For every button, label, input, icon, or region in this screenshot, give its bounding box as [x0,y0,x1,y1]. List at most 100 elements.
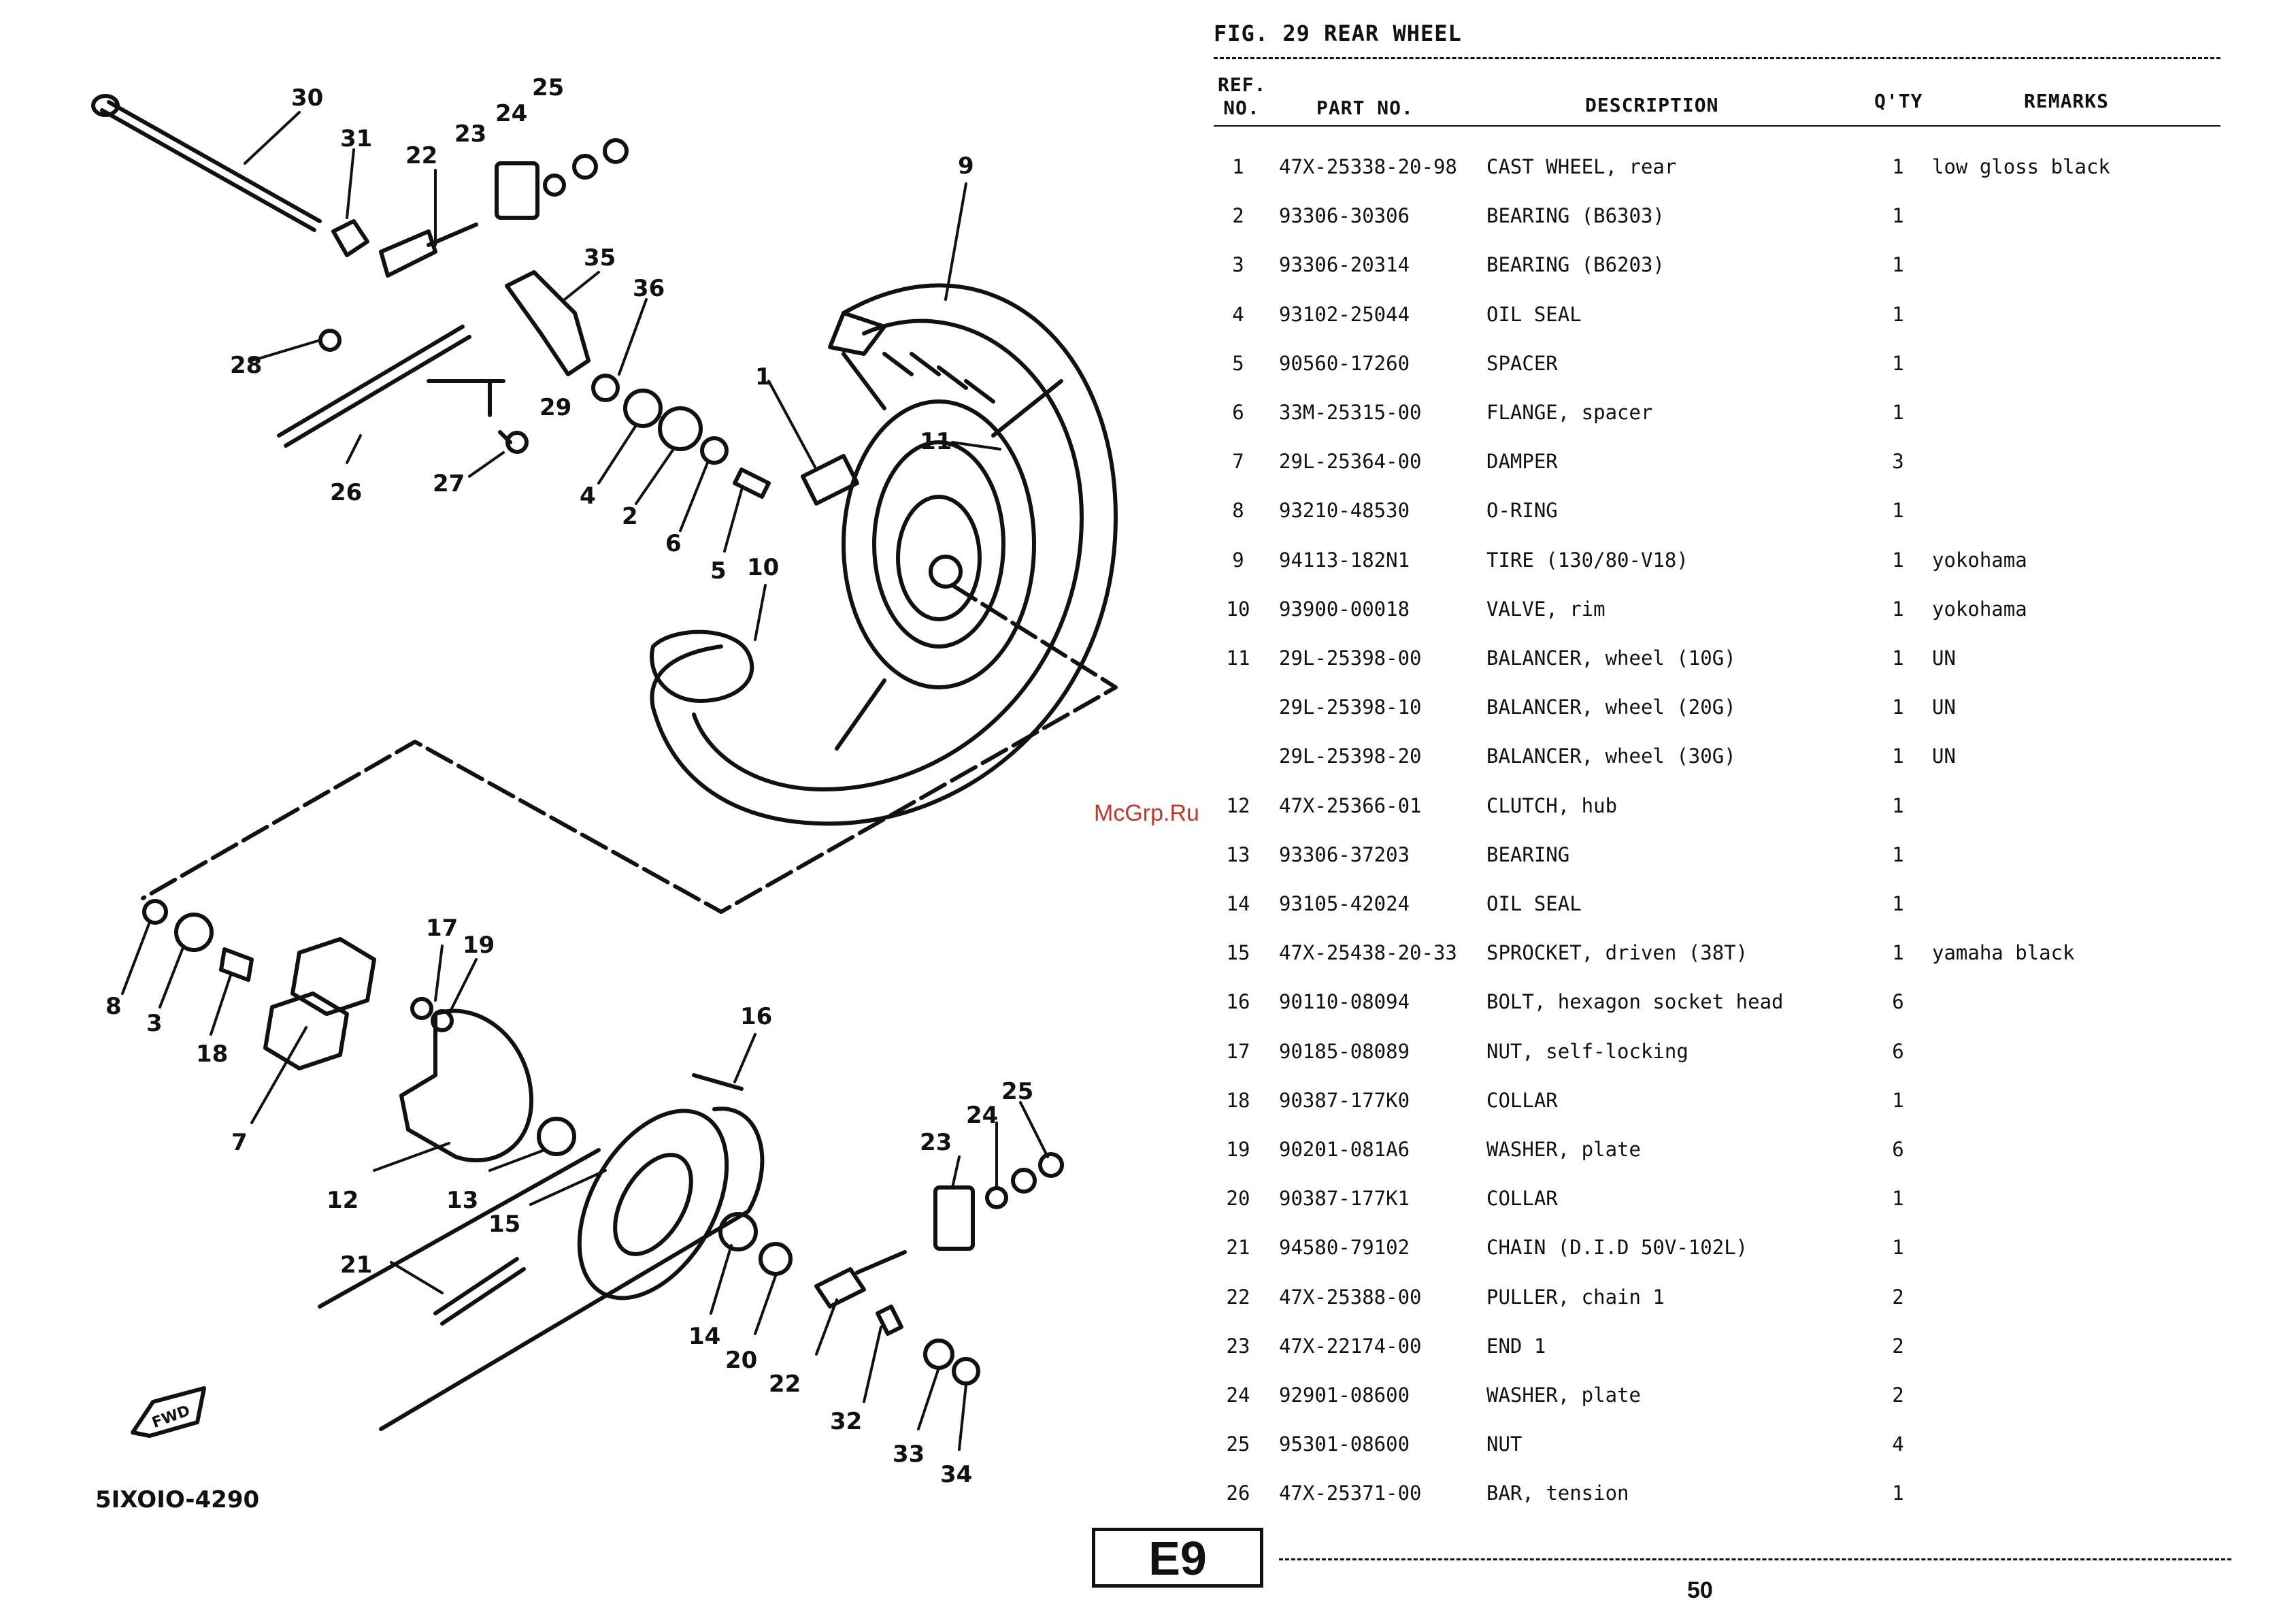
header-rule [1214,125,2220,127]
description-cell: COLLAR [1486,1088,1558,1112]
header-part-no: PART NO. [1316,97,1414,119]
description-cell: BALANCER, wheel (10G) [1486,646,1736,670]
rear-wheel-drawing [650,283,1118,826]
quantity-cell: 1 [1892,253,1904,277]
description-cell: O-RING [1486,499,1558,523]
callout-19: 19 [463,932,495,959]
quantity-cell: 1 [1892,597,1904,621]
part-number-cell: 90110-08094 [1279,990,1410,1014]
part-number-cell: 94580-79102 [1279,1236,1410,1260]
header-ref-line2: NO. [1223,97,1260,119]
quantity-cell: 1 [1892,892,1904,915]
header-ref: REF. NO. [1218,73,1265,120]
part-number-cell: 93102-25044 [1279,302,1410,326]
callout-22-lower: 22 [769,1371,801,1398]
remarks-cell: UN [1932,744,1956,768]
quantity-cell: 1 [1892,1088,1904,1112]
description-cell: CHAIN (D.I.D 50V-102L) [1486,1236,1748,1260]
remarks-cell: yamaha black [1932,941,2075,965]
part-number-cell: 47X-25366-01 [1279,793,1422,817]
description-cell: BEARING [1486,842,1570,866]
description-cell: FLANGE, spacer [1486,401,1653,424]
header-ref-line1: REF. [1218,73,1267,96]
ref-cell: 2 [1232,204,1244,228]
ref-cell: 19 [1226,1138,1250,1161]
quantity-cell: 1 [1892,695,1904,719]
callout-17: 17 [426,915,458,942]
footer-rule [1279,1558,2231,1560]
callout-leader-lines [121,111,1049,1451]
callout-24: 24 [495,100,527,127]
description-cell: WASHER, plate [1486,1383,1641,1407]
quantity-cell: 1 [1892,1187,1904,1211]
header-qty: Q'TY [1874,90,1923,112]
description-cell: BEARING (B6303) [1486,204,1665,228]
quantity-cell: 6 [1892,1138,1904,1161]
tension-bar-drawing [277,325,529,454]
callout-33: 33 [893,1441,925,1468]
part-number-cell: 93105-42024 [1279,892,1410,915]
ref-cell: 17 [1226,1039,1250,1063]
title-rule [1214,57,2220,59]
callout-1: 1 [755,363,771,391]
quantity-cell: 4 [1892,1432,1904,1456]
part-number-cell: 90387-177K1 [1279,1187,1410,1211]
remarks-cell: low gloss black [1932,155,2110,178]
ref-cell: 22 [1226,1285,1250,1309]
quantity-cell: 1 [1892,155,1904,178]
quantity-cell: 2 [1892,1285,1904,1309]
quantity-cell: 2 [1892,1383,1904,1407]
chain-puller-upper-drawing [331,138,629,278]
description-cell: VALVE, rim [1486,597,1605,621]
quantity-cell: 1 [1892,1481,1904,1505]
watermark: McGrp.Ru [1094,800,1199,826]
quantity-cell: 1 [1892,842,1904,866]
callout-31: 31 [340,125,372,152]
description-cell: COLLAR [1486,1187,1558,1211]
quantity-cell: 1 [1892,744,1904,768]
quantity-cell: 1 [1892,204,1904,228]
part-number-cell: 47X-22174-00 [1279,1334,1422,1358]
callout-5: 5 [710,557,727,585]
ref-cell: 4 [1232,302,1244,326]
part-number-cell: 47X-25388-00 [1279,1285,1422,1309]
quantity-cell: 6 [1892,1039,1904,1063]
description-cell: NUT [1486,1432,1523,1456]
callout-24-lower: 24 [966,1102,998,1129]
description-cell: SPACER [1486,351,1558,375]
callout-23-lower: 23 [920,1129,952,1156]
ref-cell: 6 [1232,401,1244,424]
quantity-cell: 1 [1892,351,1904,375]
ref-cell: 10 [1226,597,1250,621]
description-cell: END 1 [1486,1334,1546,1358]
ref-cell: 5 [1232,351,1244,375]
callout-6: 6 [665,530,682,557]
ref-cell: 8 [1232,499,1244,523]
part-number-cell: 47X-25371-00 [1279,1481,1422,1505]
chain-puller-lower-drawing [814,1152,1064,1386]
ref-cell: 14 [1226,892,1250,915]
ref-cell: 13 [1226,842,1250,866]
callout-7: 7 [231,1129,248,1156]
callout-14: 14 [688,1323,720,1350]
ref-cell: 11 [1226,646,1250,670]
part-number-cell: 29L-25398-10 [1279,695,1422,719]
part-number-cell: 95301-08600 [1279,1432,1410,1456]
callout-36: 36 [633,275,665,302]
quantity-cell: 3 [1892,450,1904,474]
callout-27: 27 [433,470,465,497]
callout-30: 30 [291,84,323,112]
header-remarks: REMARKS [2024,90,2110,112]
part-number-cell: 47X-25338-20-98 [1279,155,1457,178]
description-cell: SPROCKET, driven (38T) [1486,941,1748,965]
